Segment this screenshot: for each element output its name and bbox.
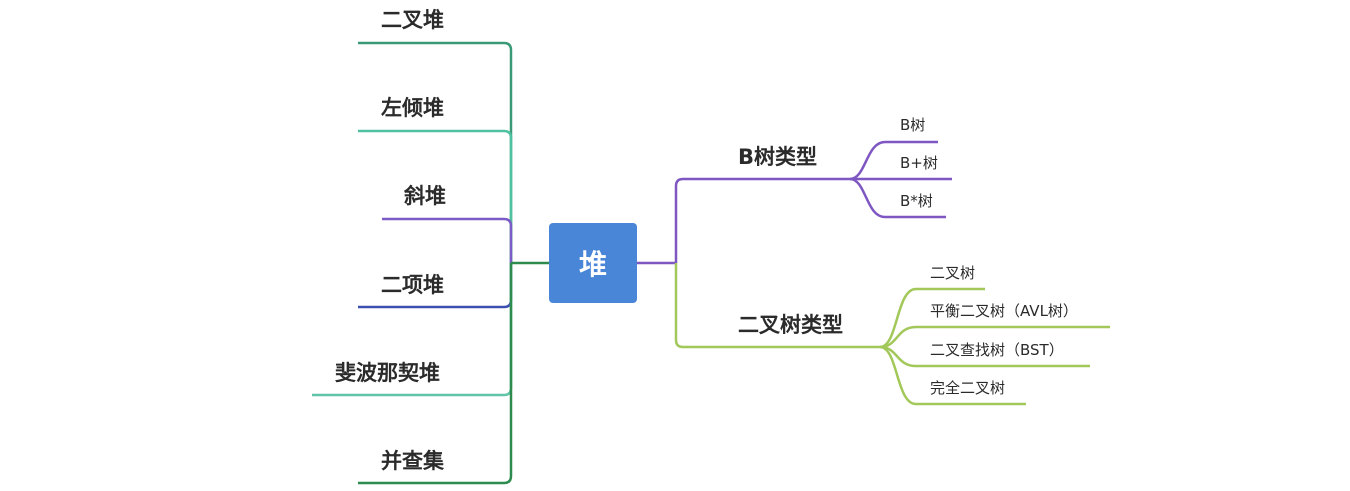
connector-left-5 — [358, 263, 513, 485]
connector-left-0 — [358, 41, 513, 263]
right-node-bintree-types[interactable]: 二叉树类型 — [738, 313, 843, 337]
connector-btree-0 — [849, 140, 938, 181]
left-node-leftist-heap[interactable]: 左倾堆 — [381, 96, 444, 120]
bintree-child-2[interactable]: 二叉查找树（BST） — [930, 341, 1064, 359]
bintree-child-0[interactable]: 二叉树 — [930, 264, 976, 282]
connector-btree-2 — [849, 177, 946, 219]
left-node-binomial-heap[interactable]: 二项堆 — [381, 273, 444, 297]
bintree-child-3[interactable]: 完全二叉树 — [930, 379, 1006, 397]
left-node-union-find[interactable]: 并查集 — [381, 449, 444, 473]
left-node-binary-heap[interactable]: 二叉堆 — [381, 8, 444, 32]
center-node-label: 堆 — [578, 248, 607, 281]
btree-child-1[interactable]: B+树 — [900, 154, 938, 172]
left-node-fibonacci-heap[interactable]: 斐波那契堆 — [335, 361, 440, 385]
btree-child-2[interactable]: B*树 — [900, 192, 933, 210]
connector-left-2 — [382, 217, 513, 263]
connector-bintree-3 — [879, 345, 1026, 406]
right-node-btree-types[interactable]: B树类型 — [738, 145, 818, 169]
bintree-child-1[interactable]: 平衡二叉树（AVL树） — [930, 302, 1078, 320]
connector-left-1 — [358, 129, 513, 263]
center-node[interactable]: 堆 — [549, 223, 637, 303]
connector-right-1 — [674, 263, 880, 349]
left-node-skew-heap[interactable]: 斜堆 — [404, 184, 446, 208]
btree-child-0[interactable]: B树 — [900, 116, 926, 134]
connector-bintree-0 — [879, 287, 985, 349]
connector-right-0 — [674, 177, 850, 263]
